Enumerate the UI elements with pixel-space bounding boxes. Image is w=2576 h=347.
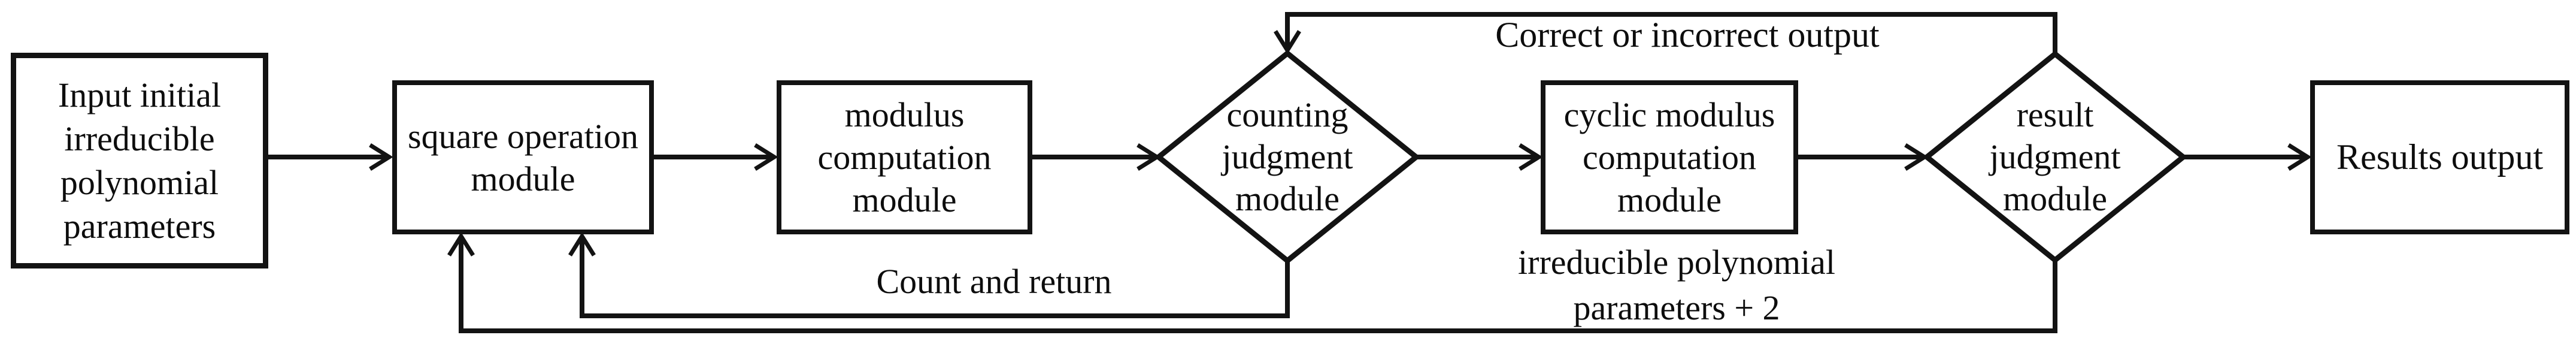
node-label-line: polynomial [60, 163, 219, 202]
node-modulus-computation-module: modulus computation module [777, 80, 1032, 234]
node-label-line: computation [1583, 138, 1756, 177]
node-label-line: module [2003, 179, 2107, 218]
node-label-line: modulus [844, 95, 965, 134]
node-label-line: irreducible [64, 119, 215, 158]
edge-label-irreducible-polynomial-parameters-plus-2: irreducible polynomial parameters + 2 [1467, 240, 1886, 331]
edge-label-count-and-return: Count and return [876, 262, 1112, 301]
edge-top-feedback [1274, 12, 2057, 55]
node-label-line: square operation [408, 116, 638, 156]
node-input-initial-parameters: Input initial irreducible polynomial par… [11, 53, 268, 268]
edge-label-line: irreducible polynomial [1518, 243, 1835, 282]
node-result-judgment-module: result judgment module [1935, 93, 2175, 221]
node-label-line: computation [817, 138, 992, 177]
node-label-line: module [471, 159, 575, 198]
node-square-operation-module: square operation module [392, 80, 654, 234]
node-label-line: module [852, 180, 957, 219]
node-label-line: module [1617, 180, 1722, 219]
node-label-line: result [2016, 95, 2094, 134]
node-label-line: judgment [1222, 137, 1353, 176]
node-label-line: module [1235, 179, 1339, 218]
node-label-line: parameters [63, 207, 216, 246]
edge-label-line: parameters + 2 [1573, 288, 1780, 327]
node-label-line: counting [1226, 95, 1348, 134]
node-label-line: Input initial [57, 76, 222, 114]
edge-label-correct-or-incorrect-output: Correct or incorrect output [1495, 15, 1880, 55]
node-counting-judgment-module: counting judgment module [1168, 93, 1407, 221]
edge-count-and-return [568, 232, 1290, 318]
node-cyclic-modulus-computation-module: cyclic modulus computation module [1541, 80, 1798, 234]
node-label-line: judgment [1989, 137, 2121, 176]
node-results-output: Results output [2310, 80, 2569, 234]
node-label-line: Results output [2336, 137, 2544, 177]
node-label-line: cyclic modulus [1563, 95, 1775, 134]
edge-bottom-feedback [447, 232, 2057, 333]
